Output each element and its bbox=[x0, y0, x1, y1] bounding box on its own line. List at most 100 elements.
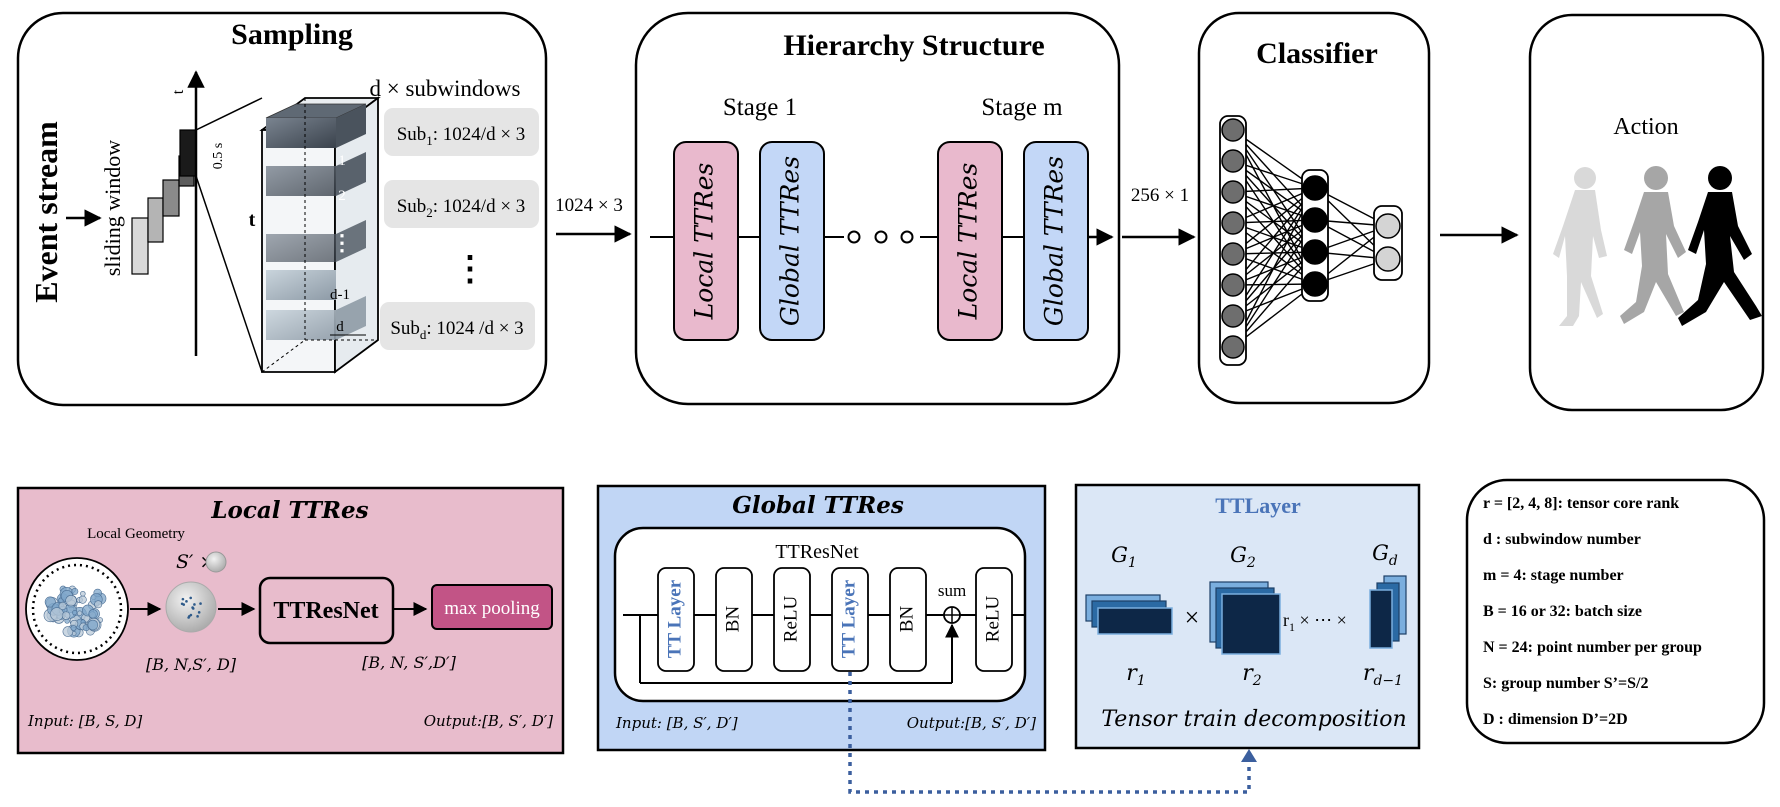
sphere-dot bbox=[196, 615, 199, 618]
window-steps bbox=[131, 129, 197, 275]
sliding-window-label: sliding window bbox=[100, 140, 125, 276]
nn-input-node bbox=[1221, 335, 1245, 359]
nn-input-node bbox=[1221, 180, 1245, 204]
point-cloud-dot bbox=[94, 600, 103, 609]
global-ttres-title: Global TTRes bbox=[732, 492, 904, 519]
point-cloud-dot bbox=[78, 595, 87, 604]
ellipsis-dot-3 bbox=[900, 230, 914, 244]
sub1-box bbox=[384, 108, 539, 156]
slice-label-d: d bbox=[336, 319, 344, 335]
sphere-dot bbox=[191, 606, 194, 609]
block-tt-layer-2-label: TT Layer bbox=[838, 579, 859, 658]
small-sphere-icon bbox=[205, 551, 227, 573]
nn-output-node bbox=[1375, 246, 1401, 272]
core-gd bbox=[1369, 575, 1407, 649]
nn-input-node bbox=[1221, 149, 1245, 173]
local-ttres-panel: Local TTRes Local Geometry S′ × TTResNet… bbox=[16, 486, 565, 755]
global-input-label: Input: [B, S′, D′] bbox=[615, 714, 738, 732]
legend-item: m = 4: stage number bbox=[1483, 567, 1624, 584]
sub1-label: Sub1: 1024/d × 3 bbox=[397, 124, 526, 148]
event-volume-cube bbox=[259, 96, 381, 374]
local-input-label: Input: [B, S, D] bbox=[27, 712, 142, 730]
nn-input-node bbox=[1221, 118, 1245, 142]
sphere-dot bbox=[185, 600, 188, 603]
legend-item: d : subwindow number bbox=[1483, 531, 1641, 548]
slice-label-dminus1: d-1 bbox=[330, 287, 350, 303]
sphere-dot bbox=[199, 602, 202, 605]
walking-person-icon-dark bbox=[1678, 166, 1762, 326]
legend-item: S: group number S’=S/2 bbox=[1483, 675, 1648, 692]
stagem-local-label: Local TTRes bbox=[954, 163, 983, 321]
ttlayer-panel: TTLayer G1 G2 Gd × r1 × ⋯ × r1 r2 rd−1 T… bbox=[1074, 483, 1421, 750]
time-axis-label: t bbox=[170, 89, 187, 94]
stagem-local-block bbox=[937, 141, 1003, 341]
point-cloud-points bbox=[43, 585, 107, 638]
walking-person-icon-light bbox=[1553, 167, 1607, 326]
input-dim-label: 1024 × 3 bbox=[555, 195, 623, 216]
stage1-global-label: Global TTRes bbox=[776, 156, 805, 326]
core-g1 bbox=[1085, 594, 1173, 635]
legend-item: N = 24: point number per group bbox=[1483, 639, 1702, 656]
ellipsis-dot-2 bbox=[874, 230, 888, 244]
group-sphere bbox=[165, 581, 217, 633]
block-tt-layer-2 bbox=[831, 567, 869, 672]
output-dim-label: 256 × 1 bbox=[1131, 185, 1189, 206]
nn-hidden-node bbox=[1302, 175, 1328, 201]
hierarchy-title: Hierarchy Structure bbox=[783, 29, 1044, 62]
slice-label-dots: ⋮ bbox=[331, 230, 353, 255]
nn-input-node bbox=[1221, 211, 1245, 235]
point-cloud-dot bbox=[65, 595, 77, 607]
tensor-train-caption: Tensor train decomposition bbox=[1101, 707, 1406, 732]
r2-label: r2 bbox=[1242, 661, 1262, 689]
subd-box bbox=[380, 302, 535, 350]
stage-1-label: Stage 1 bbox=[723, 94, 797, 121]
ttresnet-label: TTResNet bbox=[273, 598, 378, 624]
stage1-local-block bbox=[673, 141, 739, 341]
neural-network-icon bbox=[1219, 115, 1403, 366]
block-bn-2 bbox=[889, 567, 927, 672]
sub2-label: Sub2: 1024/d × 3 bbox=[397, 196, 526, 220]
point-cloud-dot bbox=[58, 601, 67, 610]
nn-output-node bbox=[1375, 213, 1401, 239]
slice-label-1: 1 bbox=[338, 153, 346, 169]
stagem-global-label: Global TTRes bbox=[1040, 156, 1069, 326]
block-relu-1 bbox=[773, 567, 811, 672]
action-panel: Action bbox=[1528, 13, 1765, 412]
legend-item: D : dimension D’=2D bbox=[1483, 711, 1628, 728]
nn-input-node bbox=[1221, 273, 1245, 297]
sub2-box bbox=[384, 180, 539, 228]
nn-input-node bbox=[1221, 304, 1245, 328]
stagem-global-block bbox=[1023, 141, 1089, 341]
global-ttresnet-label: TTResNet bbox=[775, 541, 859, 563]
point-cloud-dot bbox=[87, 619, 99, 631]
global-ttres-panel: Global TTRes TTResNet TT Layer BN ReLU T… bbox=[596, 484, 1047, 752]
stage1-local-label: Local TTRes bbox=[690, 163, 719, 321]
stage-m-label: Stage m bbox=[981, 94, 1063, 121]
point-cloud-dot bbox=[70, 625, 77, 631]
event-stream-label: Event stream bbox=[28, 121, 64, 303]
walking-person-icon-mid bbox=[1620, 166, 1686, 324]
local-ttres-title: Local TTRes bbox=[210, 497, 368, 524]
block-bn-1-label: BN bbox=[722, 606, 743, 633]
core-g2 bbox=[1209, 581, 1281, 655]
point-cloud-dot bbox=[88, 609, 98, 619]
s-prime-times-label: S′ × bbox=[176, 551, 215, 573]
sphere-dot bbox=[197, 611, 201, 614]
nn-input-node bbox=[1221, 242, 1245, 266]
sampling-panel: Sampling Event stream sliding window t 0… bbox=[16, 11, 548, 407]
local-output-label: Output:[B, S′, D′] bbox=[424, 712, 553, 730]
classifier-title: Classifier bbox=[1256, 37, 1378, 70]
nn-hidden-node bbox=[1302, 239, 1328, 265]
ttlayer-title: TTLayer bbox=[1215, 493, 1301, 518]
local-geometry-label: Local Geometry bbox=[87, 526, 185, 542]
stage1-global-block bbox=[759, 141, 825, 341]
block-tt-layer-1-label: TT Layer bbox=[664, 579, 685, 658]
point-cloud-dot bbox=[80, 590, 86, 597]
sphere-dot bbox=[189, 613, 193, 617]
sphere-dot bbox=[189, 596, 193, 600]
times-sign-1: × bbox=[1185, 603, 1200, 632]
ttresnet-block bbox=[258, 576, 395, 645]
sphere-dot bbox=[181, 597, 185, 601]
middle-rank-product: r1 × ⋯ × bbox=[1283, 610, 1347, 634]
